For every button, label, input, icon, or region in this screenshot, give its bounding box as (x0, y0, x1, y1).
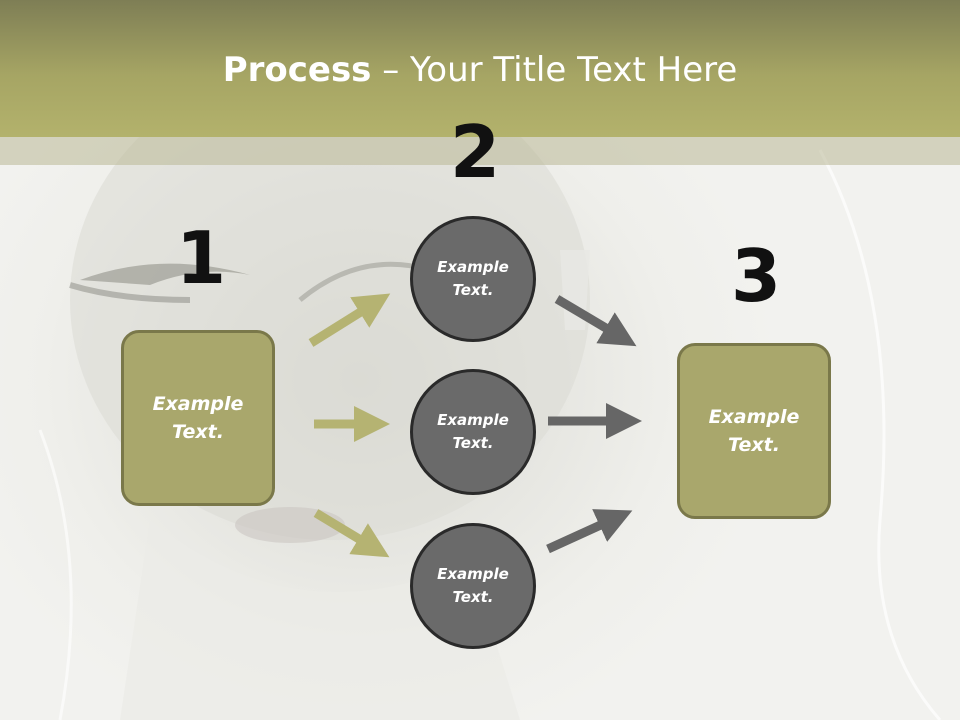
circle-middle-line2: Text. (452, 434, 494, 452)
circle-bottom-line2: Text. (452, 588, 494, 606)
right-box-line1: Example (708, 405, 800, 428)
circle-top-line2: Text. (452, 281, 494, 299)
arrow-left-to-bottom (313, 509, 390, 558)
arrow-top-to-right (554, 295, 637, 347)
title-bar (0, 0, 960, 137)
right-box-line2: Text. (728, 434, 780, 456)
title-strip (0, 137, 960, 165)
circle-bottom-line1: Example (437, 564, 509, 583)
left-box-line1: Example (152, 392, 244, 415)
title-rest: – Your Title Text Here (371, 50, 738, 90)
step-number-3: 3 (731, 234, 782, 318)
left-box-line2: Text. (172, 421, 224, 443)
title-bold: Process (222, 50, 372, 90)
circle-middle-line1: Example (437, 410, 509, 429)
arrow-left-to-top (308, 293, 391, 347)
step-number-1: 1 (176, 216, 227, 300)
arrow-bottom-to-right (546, 509, 633, 554)
circle-top-line1: Example (437, 257, 509, 276)
slide-title: Process – Your Title Text Here (0, 50, 960, 90)
step-number-2: 2 (450, 110, 501, 194)
